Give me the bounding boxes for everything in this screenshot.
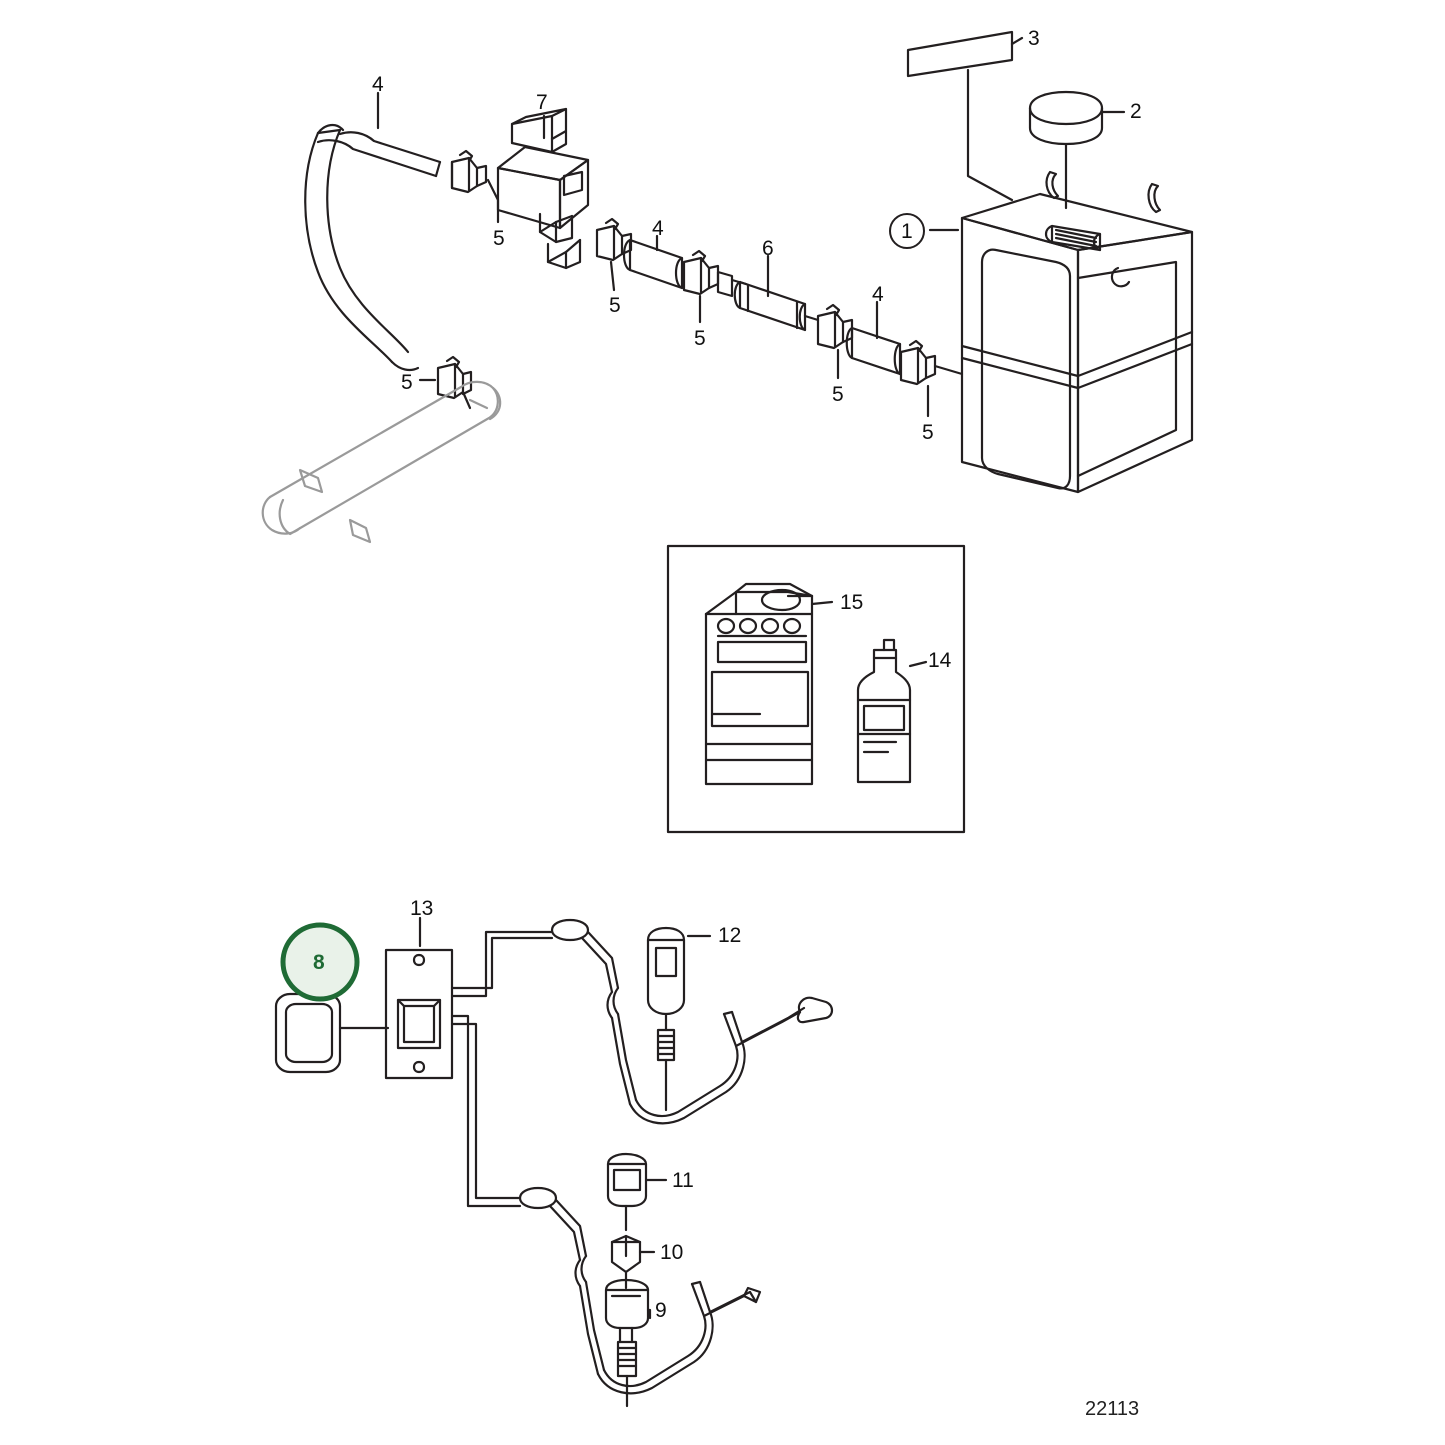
clamp-5-e	[899, 339, 937, 386]
callout-7: 7	[536, 91, 548, 114]
callout-11: 11	[672, 1169, 694, 1192]
callout-4-right: 4	[872, 283, 884, 306]
clamp-5-f-leader2	[461, 390, 472, 410]
callout-3: 3	[1028, 27, 1040, 50]
leader-15	[810, 600, 834, 606]
clamp-5-a	[450, 149, 488, 194]
callout-15: 15	[840, 591, 864, 614]
coolant-tank-1	[960, 170, 1194, 494]
fluids-box-frame	[666, 544, 966, 834]
callout-4-top-left: 4	[372, 73, 384, 96]
mounting-panel-13	[384, 948, 454, 1080]
connector-6	[716, 270, 820, 332]
callout-2: 2	[1130, 100, 1142, 123]
callout-12: 12	[718, 924, 742, 947]
reservoir-cap-2	[1028, 90, 1104, 210]
leader-14	[908, 660, 928, 668]
hose-to-tank-link	[933, 364, 964, 376]
callout-13: 13	[410, 897, 434, 920]
switch-8	[274, 992, 390, 1074]
callout-6: 6	[762, 237, 774, 260]
highlight-ring-item-8	[280, 922, 360, 1002]
hose-upper-left	[304, 123, 442, 372]
callout-ring-item-1	[889, 213, 925, 249]
leader-5-b	[609, 260, 616, 292]
decal-3	[906, 30, 1014, 202]
callout-4-mid: 4	[652, 217, 664, 240]
drawing-number: 22113	[1085, 1398, 1140, 1420]
heat-exchanger-tube	[261, 380, 502, 544]
leader-9	[646, 1308, 652, 1320]
callout-9: 9	[655, 1299, 667, 1322]
clamp-5-b	[595, 217, 633, 262]
harness-upper-12	[450, 918, 834, 1125]
coolant-bottle-14	[856, 638, 912, 784]
callout-14: 14	[928, 649, 952, 672]
callout-5-c: 5	[694, 327, 706, 350]
callout-8-highlighted: 8	[313, 951, 325, 974]
callout-5-b: 5	[609, 294, 621, 317]
callout-5-a: 5	[493, 227, 505, 250]
coolant-jug-15	[704, 582, 814, 786]
callout-10: 10	[660, 1241, 684, 1264]
hose-4-mid	[622, 238, 684, 290]
hose-4-right	[845, 326, 902, 376]
callout-1: 1	[901, 220, 913, 243]
leader-5-a	[486, 178, 500, 224]
callout-5-f: 5	[401, 371, 413, 394]
callout-5-e: 5	[922, 421, 934, 444]
callout-5-d: 5	[832, 383, 844, 406]
valve-block-7	[496, 107, 590, 270]
harness-lower	[450, 1014, 762, 1408]
leader-3	[1010, 36, 1024, 46]
clamp-5-c	[682, 249, 720, 296]
